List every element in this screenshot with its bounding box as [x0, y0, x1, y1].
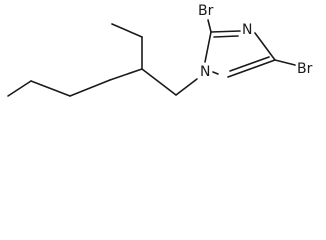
structural-formula-diagram: Br Br N N — [7, 3, 313, 97]
bond-c5-n4 — [210, 30, 241, 33]
atom-label-n-ring-bottom: N — [200, 64, 210, 80]
bond-c3-n2-double — [229, 56, 270, 72]
bond-c3-n2 — [227, 59, 276, 78]
bond-chain-c3-c4 — [69, 79, 111, 97]
bond-c5-br — [207, 19, 212, 33]
atom-label-br-top: Br — [198, 3, 214, 19]
bond-c5-n4-double — [213, 35, 239, 38]
atom-label-n-ring-right: N — [242, 22, 252, 38]
bond-c3-br — [274, 59, 296, 66]
atom-label-br-right: Br — [297, 61, 313, 77]
bond-chain-c1-c2 — [7, 80, 32, 97]
bond-n1-c5 — [204, 31, 212, 63]
bond-n2-n1 — [212, 71, 219, 75]
bond-ethyl-terminal — [111, 23, 143, 38]
bond-chain-c2-c3 — [30, 80, 71, 97]
bond-ch2-n1 — [175, 78, 198, 96]
bond-ch-ch2 — [141, 68, 177, 96]
bond-n4-c3 — [254, 32, 276, 61]
bond-chain-c4-ch — [109, 68, 143, 81]
